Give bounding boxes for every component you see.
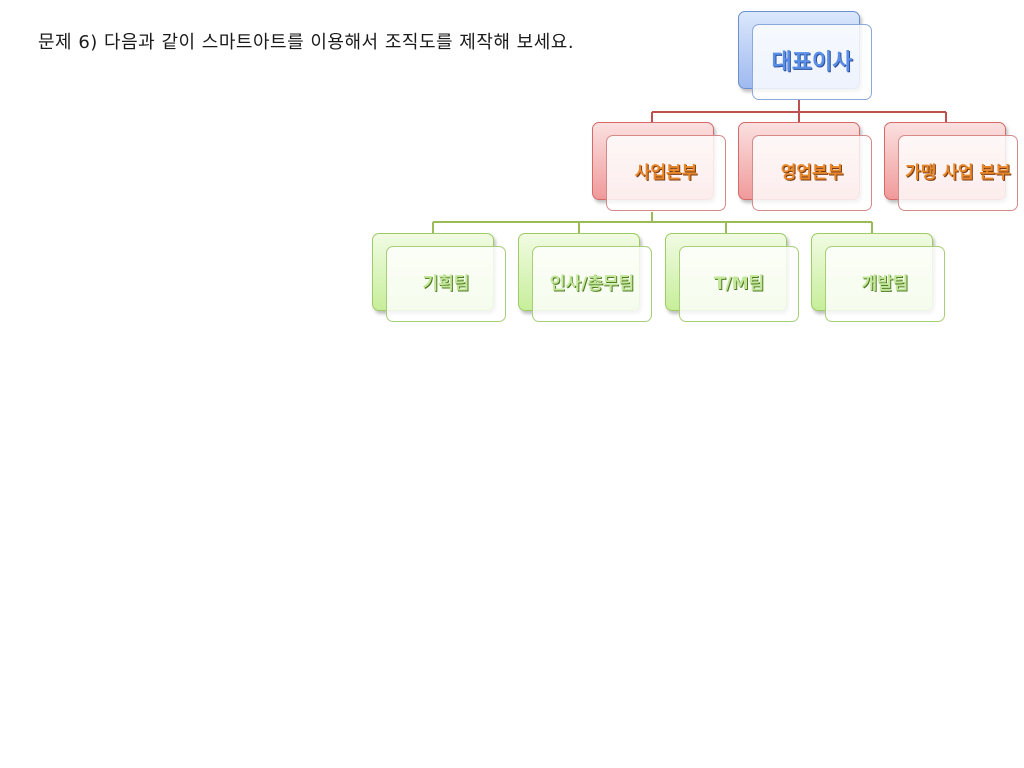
org-node-label: T/M팀: [713, 273, 765, 294]
org-node-label: 영업본부: [780, 162, 844, 183]
org-node-label: 기획팀: [422, 273, 470, 294]
org-node-label: 가맹 사업 본부: [905, 162, 1011, 183]
instruction-text: 문제 6) 다음과 같이 스마트아트를 이용해서 조직도를 제작해 보세요.: [38, 32, 575, 53]
org-node-label: 개발팀: [861, 273, 909, 294]
org-node-label: 인사/총무팀: [549, 273, 635, 294]
connector-root-divisions: [651, 100, 947, 122]
org-node-label: 사업본부: [634, 162, 698, 183]
connector-division-teams: [432, 212, 873, 233]
org-node-label: 대표이사: [771, 49, 853, 75]
